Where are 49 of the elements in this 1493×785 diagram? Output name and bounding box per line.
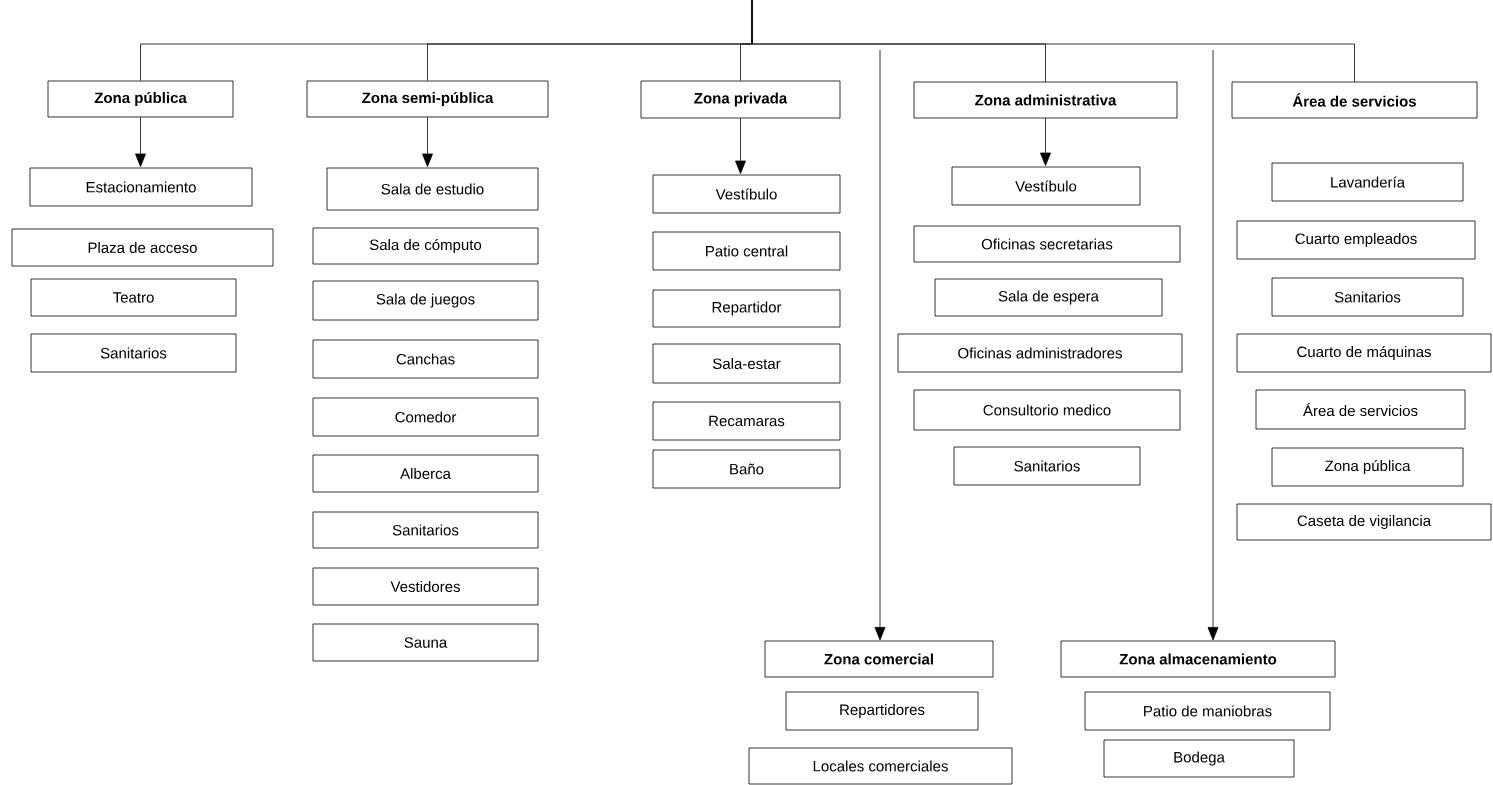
zone-box: Zona pública <box>47 80 234 118</box>
room-box: Consultorio medico <box>913 389 1181 431</box>
room-box: Vestíbulo <box>652 174 841 214</box>
room-box: Sala de juegos <box>312 280 539 321</box>
zone-box: Zona semi-pública <box>306 80 549 118</box>
room-box: Sanitarios <box>312 511 539 549</box>
room-box: Vestíbulo <box>951 166 1141 206</box>
arrow <box>1040 118 1051 166</box>
room-box: Comedor <box>312 397 539 437</box>
room-box: Oficinas secretarias <box>913 225 1181 263</box>
room-box: Sala-estar <box>652 343 841 384</box>
room-box: Vestidores <box>312 567 539 606</box>
room-box: Oficinas administradores <box>897 333 1183 373</box>
room-box: Sala de estudio <box>326 167 539 211</box>
room-box: Sanitarios <box>1271 277 1464 317</box>
zone-box: Zona comercial <box>764 640 994 678</box>
room-box: Zona pública <box>1271 447 1464 487</box>
room-box: Locales comerciales <box>748 747 1013 785</box>
room-box: Estacionamiento <box>29 167 253 207</box>
room-box: Lavandería <box>1271 162 1464 202</box>
room-box: Alberca <box>312 454 539 493</box>
arrow <box>1207 49 1219 641</box>
room-box: Repartidores <box>785 691 979 731</box>
room-box: Caseta de vigilancia <box>1236 503 1492 541</box>
room-box: Cuarto empleados <box>1236 220 1476 260</box>
arrow <box>422 117 433 167</box>
room-box: Bodega <box>1103 739 1295 778</box>
zone-box: Área de servicios <box>1231 81 1478 119</box>
room-box: Teatro <box>30 278 237 317</box>
room-box: Plaza de acceso <box>11 228 274 267</box>
room-box: Baño <box>652 449 841 489</box>
arrow <box>874 49 886 641</box>
room-box: Repartidor <box>652 289 841 328</box>
room-box: Sanitarios <box>30 333 237 373</box>
arrow <box>735 118 746 174</box>
arrow <box>135 117 146 167</box>
room-box: Sala de cómputo <box>312 227 539 265</box>
room-box: Sala de espera <box>934 278 1163 317</box>
room-box: Cuarto de máquinas <box>1236 333 1492 373</box>
room-box: Área de servicios <box>1255 389 1466 430</box>
room-box: Recamaras <box>652 401 841 441</box>
zone-box: Zona administrativa <box>913 81 1178 119</box>
zone-box: Zona privada <box>640 80 841 119</box>
room-box: Sauna <box>312 623 539 662</box>
room-box: Patio de maniobras <box>1084 691 1331 731</box>
zone-box: Zona almacenamiento <box>1060 640 1336 678</box>
room-box: Canchas <box>312 339 539 379</box>
room-box: Sanitarios <box>953 446 1141 486</box>
room-box: Patio central <box>652 231 841 271</box>
